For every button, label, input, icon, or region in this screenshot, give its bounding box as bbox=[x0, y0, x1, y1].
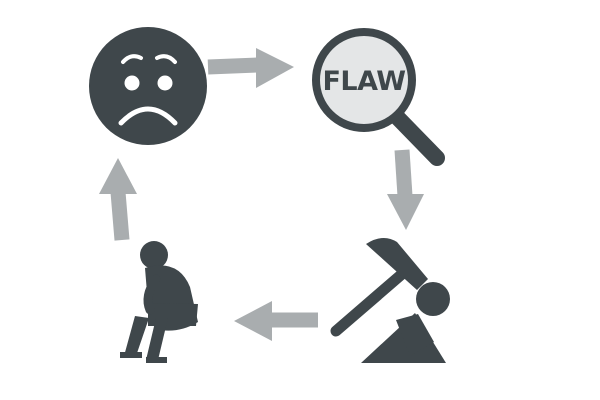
sad-face-icon bbox=[89, 27, 207, 145]
arrow-right-icon bbox=[207, 48, 294, 88]
sitting-sad-person-icon bbox=[120, 241, 198, 363]
arrow-down-icon bbox=[387, 149, 424, 230]
arrow-left-icon bbox=[234, 301, 318, 341]
arrow-up-icon bbox=[99, 158, 137, 241]
hammer-hitting-person-icon bbox=[330, 237, 450, 363]
magnifying-glass-icon: FLAW bbox=[312, 28, 445, 166]
flaw-label: FLAW bbox=[322, 66, 405, 97]
